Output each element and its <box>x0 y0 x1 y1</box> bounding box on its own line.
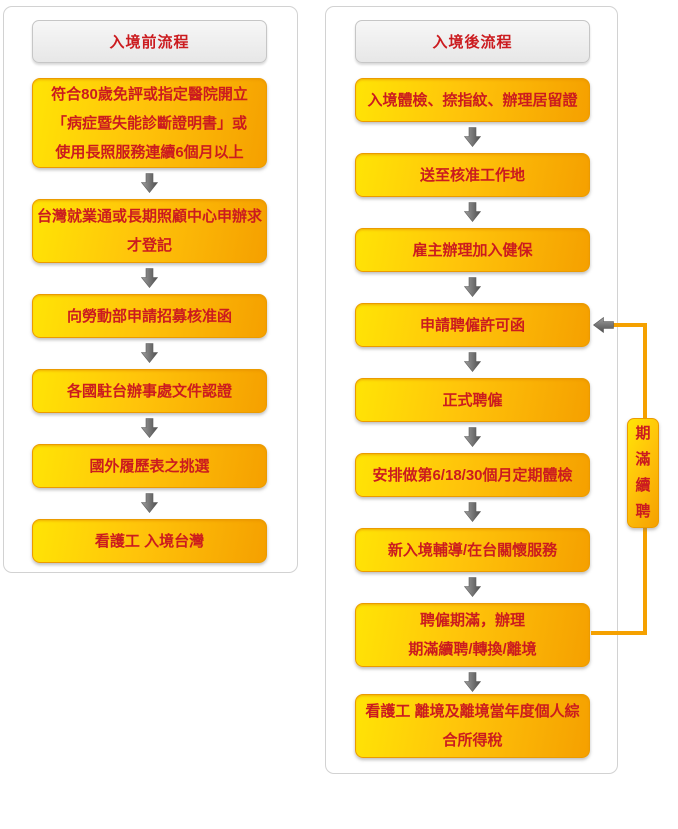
flow-arrow-down-icon <box>464 577 481 597</box>
pre-entry-step-3: 向勞動部申請招募核准函 <box>32 294 267 338</box>
flow-arrow-down-icon <box>141 493 158 513</box>
flow-arrow-down-icon <box>464 202 481 222</box>
post-entry-step-5: 正式聘僱 <box>355 378 590 422</box>
flow-arrow-down-icon <box>464 127 481 147</box>
flow-arrow-down-icon <box>141 418 158 438</box>
post-entry-step-4: 申請聘僱許可函 <box>355 303 590 347</box>
renewal-loop-line-bottom <box>591 631 647 635</box>
pre-entry-step-1: 符合80歲免評或指定醫院開立 「病症暨失能診斷證明書」或 使用長照服務連續6個月… <box>32 78 267 168</box>
renewal-loop-line-top <box>612 323 647 327</box>
flow-arrow-down-icon <box>141 343 158 363</box>
pre-entry-step-4: 各國駐台辦事處文件認證 <box>32 369 267 413</box>
post-entry-step-3: 雇主辦理加入健保 <box>355 228 590 272</box>
pre-entry-step-5: 國外履歷表之挑選 <box>32 444 267 488</box>
post-entry-step-1: 入境體檢、捺指紋、辦理居留證 <box>355 78 590 122</box>
flow-arrow-down-icon <box>464 502 481 522</box>
post-entry-step-8: 聘僱期滿，辦理 期滿續聘/轉換/離境 <box>355 603 590 667</box>
flow-arrow-down-icon <box>464 427 481 447</box>
flow-arrow-down-icon <box>464 352 481 372</box>
post-entry-step-9: 看護工 離境及離境當年度個人綜 合所得稅 <box>355 694 590 758</box>
post-entry-title: 入境後流程 <box>355 20 590 63</box>
pre-entry-title: 入境前流程 <box>32 20 267 63</box>
pre-entry-step-6: 看護工 入境台灣 <box>32 519 267 563</box>
post-entry-step-6: 安排做第6/18/30個月定期體檢 <box>355 453 590 497</box>
pre-entry-step-2: 台灣就業通或長期照顧中心申辦求 才登記 <box>32 199 267 263</box>
flow-arrow-down-icon <box>141 173 158 193</box>
renewal-loop-label: 期 滿 續 聘 <box>627 418 659 528</box>
post-entry-step-2: 送至核准工作地 <box>355 153 590 197</box>
flow-arrow-down-icon <box>464 277 481 297</box>
post-entry-step-7: 新入境輔導/在台關懷服務 <box>355 528 590 572</box>
renewal-loop-arrow-left-icon <box>593 317 614 333</box>
flow-arrow-down-icon <box>141 268 158 288</box>
flow-arrow-down-icon <box>464 672 481 692</box>
